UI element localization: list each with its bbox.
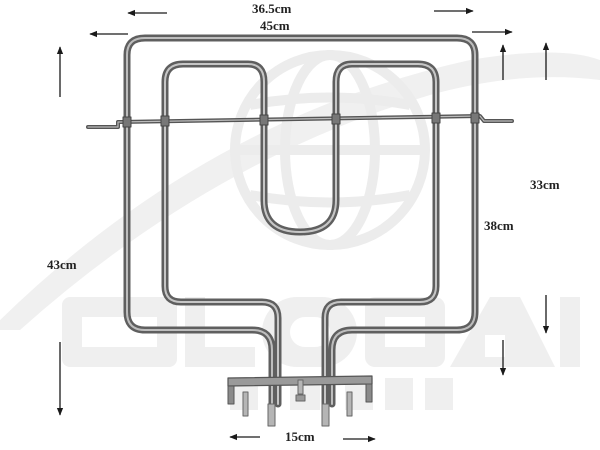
connector-width-label: 15cm xyxy=(285,429,315,444)
height-right-lower-label: 38cm xyxy=(484,218,514,233)
support-bar xyxy=(86,112,514,129)
globe-icon xyxy=(230,50,430,250)
terminal-pins xyxy=(242,379,353,427)
width-inner-label: 36.5cm xyxy=(252,1,292,16)
dimension-arrows xyxy=(56,7,550,443)
height-right-upper-label: 33cm xyxy=(530,177,560,192)
height-left-label: 43cm xyxy=(47,257,77,272)
width-outer-label: 45cm xyxy=(260,18,290,33)
heating-element xyxy=(86,34,514,427)
